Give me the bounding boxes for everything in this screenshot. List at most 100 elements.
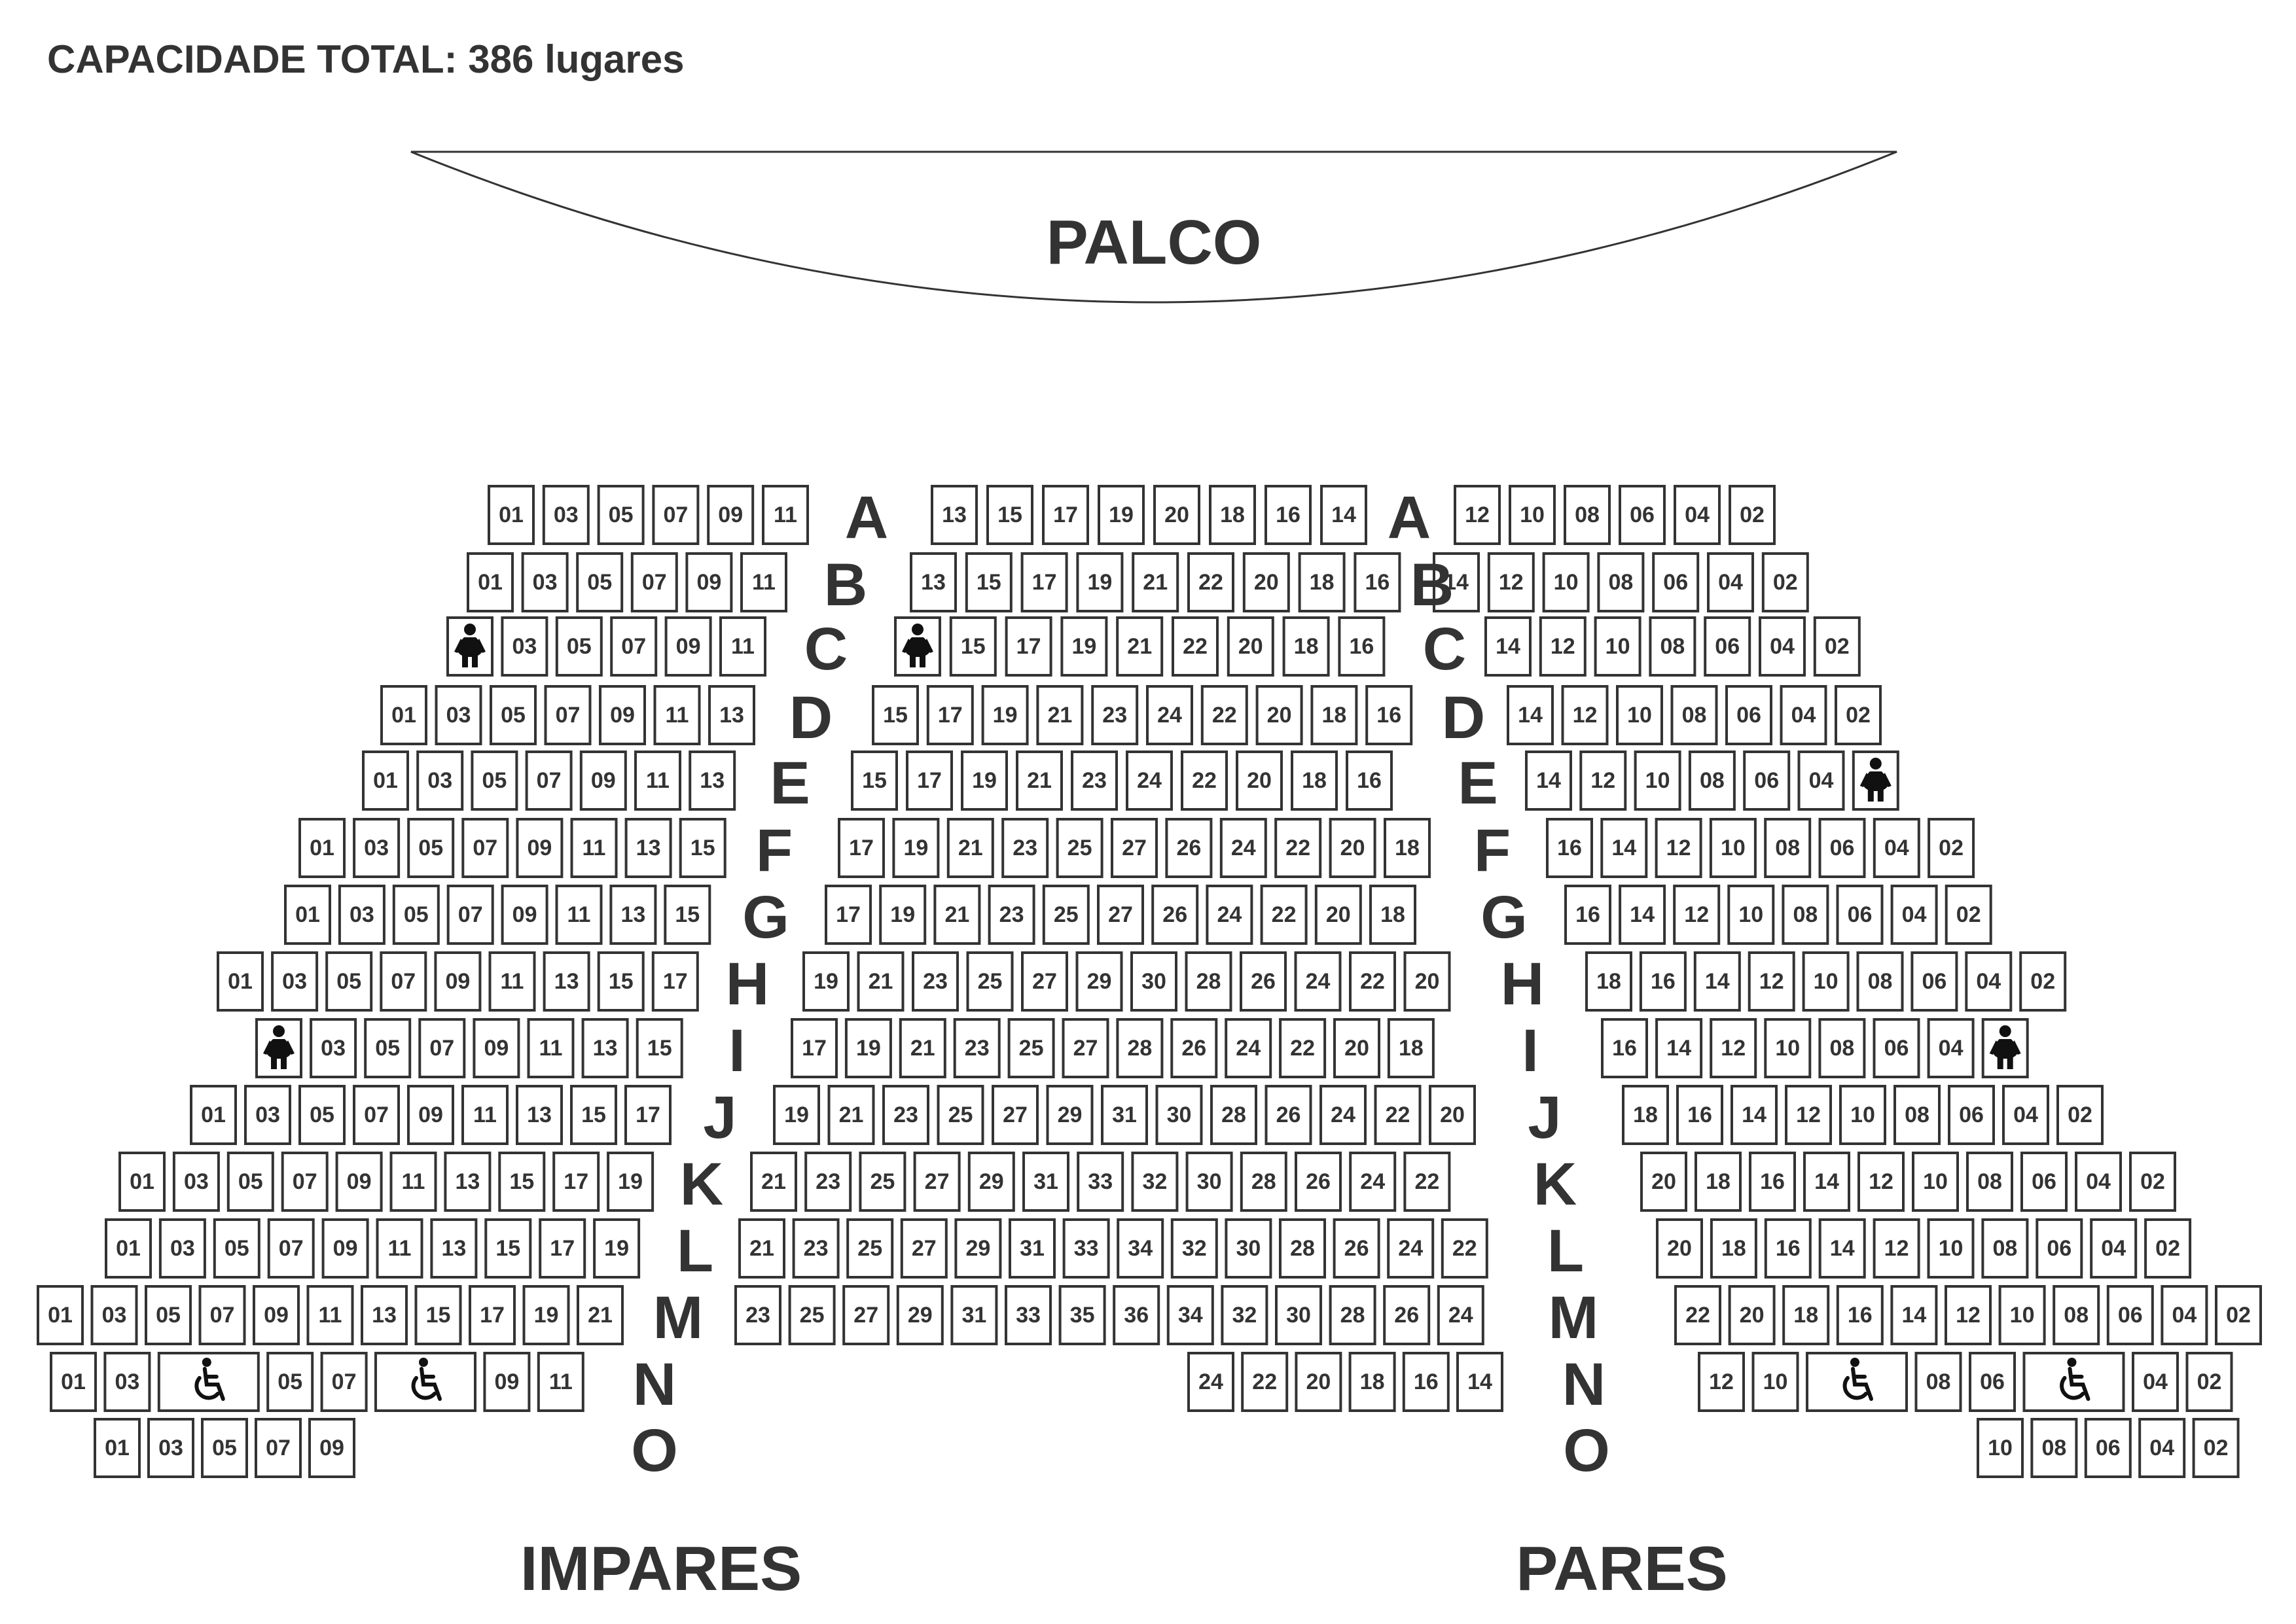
seat[interactable]: 16: [1354, 552, 1401, 612]
seat[interactable]: 05: [471, 750, 518, 811]
seat[interactable]: 31: [950, 1285, 998, 1345]
seat[interactable]: 01: [190, 1085, 237, 1145]
seat[interactable]: 14: [1803, 1152, 1850, 1212]
seat[interactable]: 11: [527, 1018, 575, 1078]
seat[interactable]: [374, 1352, 476, 1412]
seat[interactable]: 15: [498, 1152, 546, 1212]
seat[interactable]: 10: [1594, 616, 1641, 677]
seat[interactable]: 01: [362, 750, 409, 811]
seat[interactable]: 11: [488, 951, 536, 1012]
seat[interactable]: 32: [1170, 1218, 1218, 1279]
seat[interactable]: 28: [1210, 1085, 1257, 1145]
seat[interactable]: 17: [906, 750, 953, 811]
seat[interactable]: 08: [1764, 818, 1812, 878]
seat[interactable]: 16: [1764, 1218, 1812, 1279]
seat[interactable]: 17: [838, 818, 885, 878]
seat[interactable]: 01: [105, 1218, 152, 1279]
seat[interactable]: 03: [103, 1352, 151, 1412]
seat[interactable]: 10: [1998, 1285, 2046, 1345]
seat[interactable]: 05: [576, 552, 624, 612]
seat[interactable]: 24: [1126, 750, 1173, 811]
seat[interactable]: 06: [1910, 951, 1958, 1012]
seat[interactable]: 04: [2075, 1152, 2122, 1212]
seat[interactable]: 24: [1219, 818, 1267, 878]
seat[interactable]: 08: [1914, 1352, 1962, 1412]
seat[interactable]: 13: [430, 1218, 478, 1279]
seat[interactable]: 17: [791, 1018, 838, 1078]
seat[interactable]: 10: [1709, 818, 1757, 878]
seat[interactable]: 18: [1710, 1218, 1757, 1279]
seat[interactable]: 12: [1945, 1285, 1992, 1345]
seat[interactable]: 09: [335, 1152, 383, 1212]
seat[interactable]: 31: [1009, 1218, 1056, 1279]
seat[interactable]: 14: [1525, 750, 1572, 811]
seat[interactable]: 24: [1437, 1285, 1484, 1345]
seat[interactable]: 04: [1927, 1018, 1975, 1078]
seat[interactable]: 04: [1780, 685, 1827, 745]
seat[interactable]: 19: [1076, 552, 1124, 612]
seat[interactable]: 22: [1187, 552, 1234, 612]
seat[interactable]: 31: [1101, 1085, 1148, 1145]
seat[interactable]: 16: [1639, 951, 1687, 1012]
seat[interactable]: 19: [1060, 616, 1108, 677]
seat[interactable]: 22: [1441, 1218, 1488, 1279]
seat[interactable]: 09: [579, 750, 627, 811]
seat[interactable]: 10: [1977, 1418, 2024, 1478]
seat[interactable]: 21: [827, 1085, 875, 1145]
seat[interactable]: 32: [1221, 1285, 1268, 1345]
seat[interactable]: 24: [1319, 1085, 1367, 1145]
seat[interactable]: 21: [738, 1218, 785, 1279]
seat[interactable]: 10: [1764, 1018, 1812, 1078]
seat[interactable]: 13: [609, 885, 657, 945]
seat[interactable]: 12: [1873, 1218, 1920, 1279]
seat[interactable]: 18: [1384, 818, 1431, 878]
seat[interactable]: 03: [353, 818, 401, 878]
seat[interactable]: 03: [172, 1152, 220, 1212]
seat[interactable]: 10: [1727, 885, 1775, 945]
seat[interactable]: 30: [1130, 951, 1177, 1012]
seat[interactable]: 19: [892, 818, 940, 878]
seat[interactable]: 05: [555, 616, 603, 677]
seat[interactable]: 15: [484, 1218, 532, 1279]
seat[interactable]: 34: [1166, 1285, 1214, 1345]
seat[interactable]: [1852, 750, 1899, 811]
seat[interactable]: 07: [255, 1418, 302, 1478]
seat[interactable]: 22: [1279, 1018, 1327, 1078]
seat[interactable]: 05: [266, 1352, 314, 1412]
seat[interactable]: 23: [1091, 685, 1139, 745]
seat[interactable]: 09: [407, 1085, 454, 1145]
seat[interactable]: [2022, 1352, 2125, 1412]
seat[interactable]: 30: [1225, 1218, 1272, 1279]
seat[interactable]: 21: [1016, 750, 1063, 811]
seat[interactable]: 14: [1433, 552, 1480, 612]
seat[interactable]: 18: [1348, 1352, 1396, 1412]
seat[interactable]: 15: [597, 951, 645, 1012]
seat[interactable]: 06: [2084, 1418, 2132, 1478]
seat[interactable]: 16: [1601, 1018, 1648, 1078]
seat[interactable]: 14: [1456, 1352, 1503, 1412]
seat[interactable]: 27: [842, 1285, 890, 1345]
seat[interactable]: 12: [1785, 1085, 1832, 1145]
seat[interactable]: 11: [389, 1152, 437, 1212]
seat[interactable]: 18: [1695, 1152, 1742, 1212]
seat[interactable]: 24: [1225, 1018, 1272, 1078]
seat[interactable]: 01: [284, 885, 331, 945]
seat[interactable]: 23: [988, 885, 1035, 945]
seat[interactable]: 31: [1022, 1152, 1069, 1212]
seat[interactable]: [1806, 1352, 1908, 1412]
seat[interactable]: 22: [1403, 1152, 1451, 1212]
seat[interactable]: 01: [467, 552, 514, 612]
seat[interactable]: 30: [1275, 1285, 1322, 1345]
seat[interactable]: 13: [708, 685, 755, 745]
seat[interactable]: 07: [281, 1152, 329, 1212]
seat[interactable]: 15: [965, 552, 1013, 612]
seat[interactable]: 13: [689, 750, 736, 811]
seat[interactable]: 08: [1564, 485, 1611, 545]
seat[interactable]: 19: [1098, 485, 1145, 545]
seat[interactable]: 12: [1454, 485, 1501, 545]
seat[interactable]: 18: [1782, 1285, 1830, 1345]
seat[interactable]: 15: [414, 1285, 462, 1345]
seat[interactable]: 02: [1761, 552, 1809, 612]
seat[interactable]: 13: [516, 1085, 563, 1145]
seat[interactable]: 16: [1546, 818, 1593, 878]
